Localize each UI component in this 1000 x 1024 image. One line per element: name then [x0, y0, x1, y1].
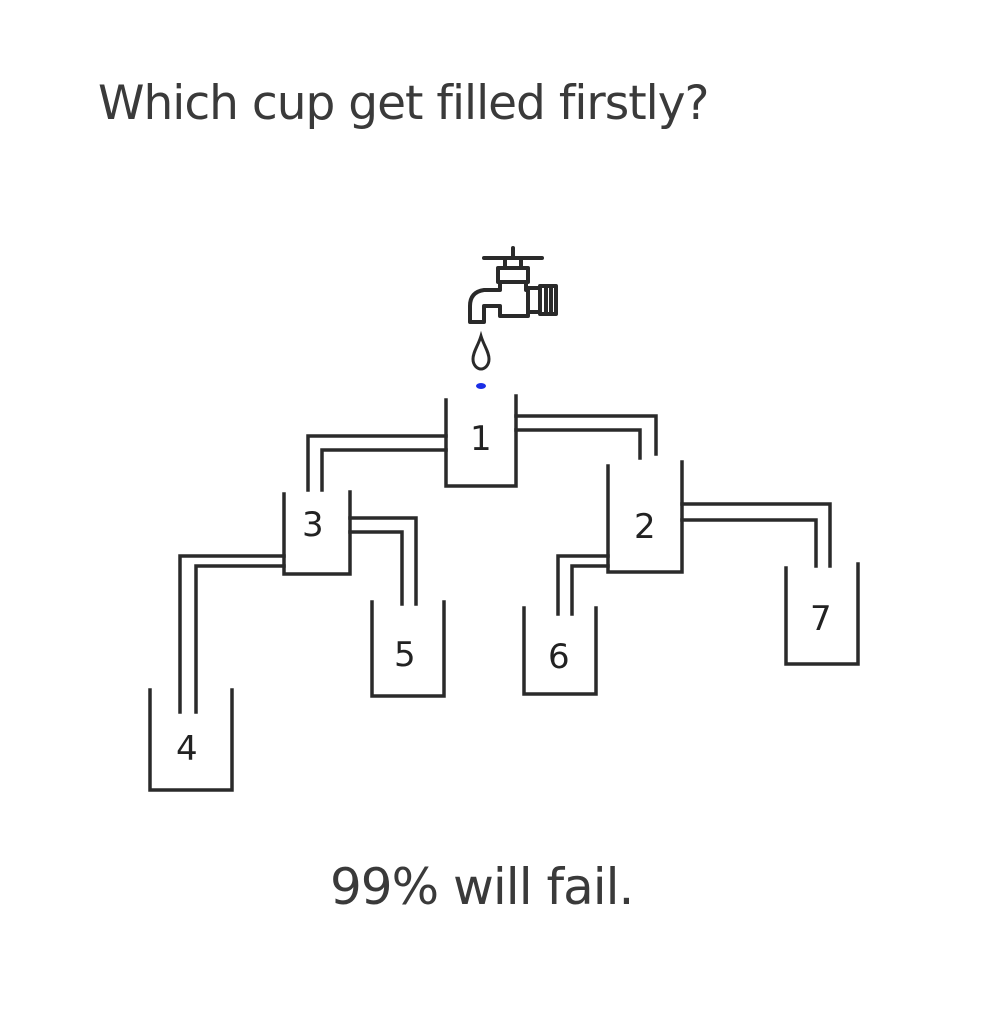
cup-label-7: 7: [810, 599, 832, 639]
puzzle-footer: 99% will fail.: [330, 858, 634, 916]
pipe-3-to-5: [348, 516, 418, 606]
cup-4: [148, 688, 234, 792]
cup-6: [522, 606, 598, 696]
cup-label-5: 5: [394, 635, 416, 675]
pipe-2-to-7: [680, 502, 832, 568]
cup-label-1: 1: [470, 419, 492, 459]
cup-7: [784, 562, 860, 666]
cup-label-2: 2: [634, 507, 656, 547]
cup-label-3: 3: [302, 505, 324, 545]
faucet-icon: [468, 246, 558, 324]
blue-dot: [476, 383, 486, 389]
cup-label-4: 4: [176, 729, 198, 769]
pipe-3-to-4: [178, 554, 286, 714]
cup-5: [370, 600, 446, 698]
cup-2: [606, 460, 684, 574]
pipe-2-to-6: [556, 554, 610, 616]
water-drop-icon: [471, 330, 491, 371]
cup-label-6: 6: [548, 637, 570, 677]
cup-1: [444, 394, 518, 488]
pipe-1-to-3: [306, 434, 448, 492]
puzzle-title: Which cup get filled firstly?: [98, 76, 709, 131]
pipe-1-to-2: [514, 414, 658, 460]
